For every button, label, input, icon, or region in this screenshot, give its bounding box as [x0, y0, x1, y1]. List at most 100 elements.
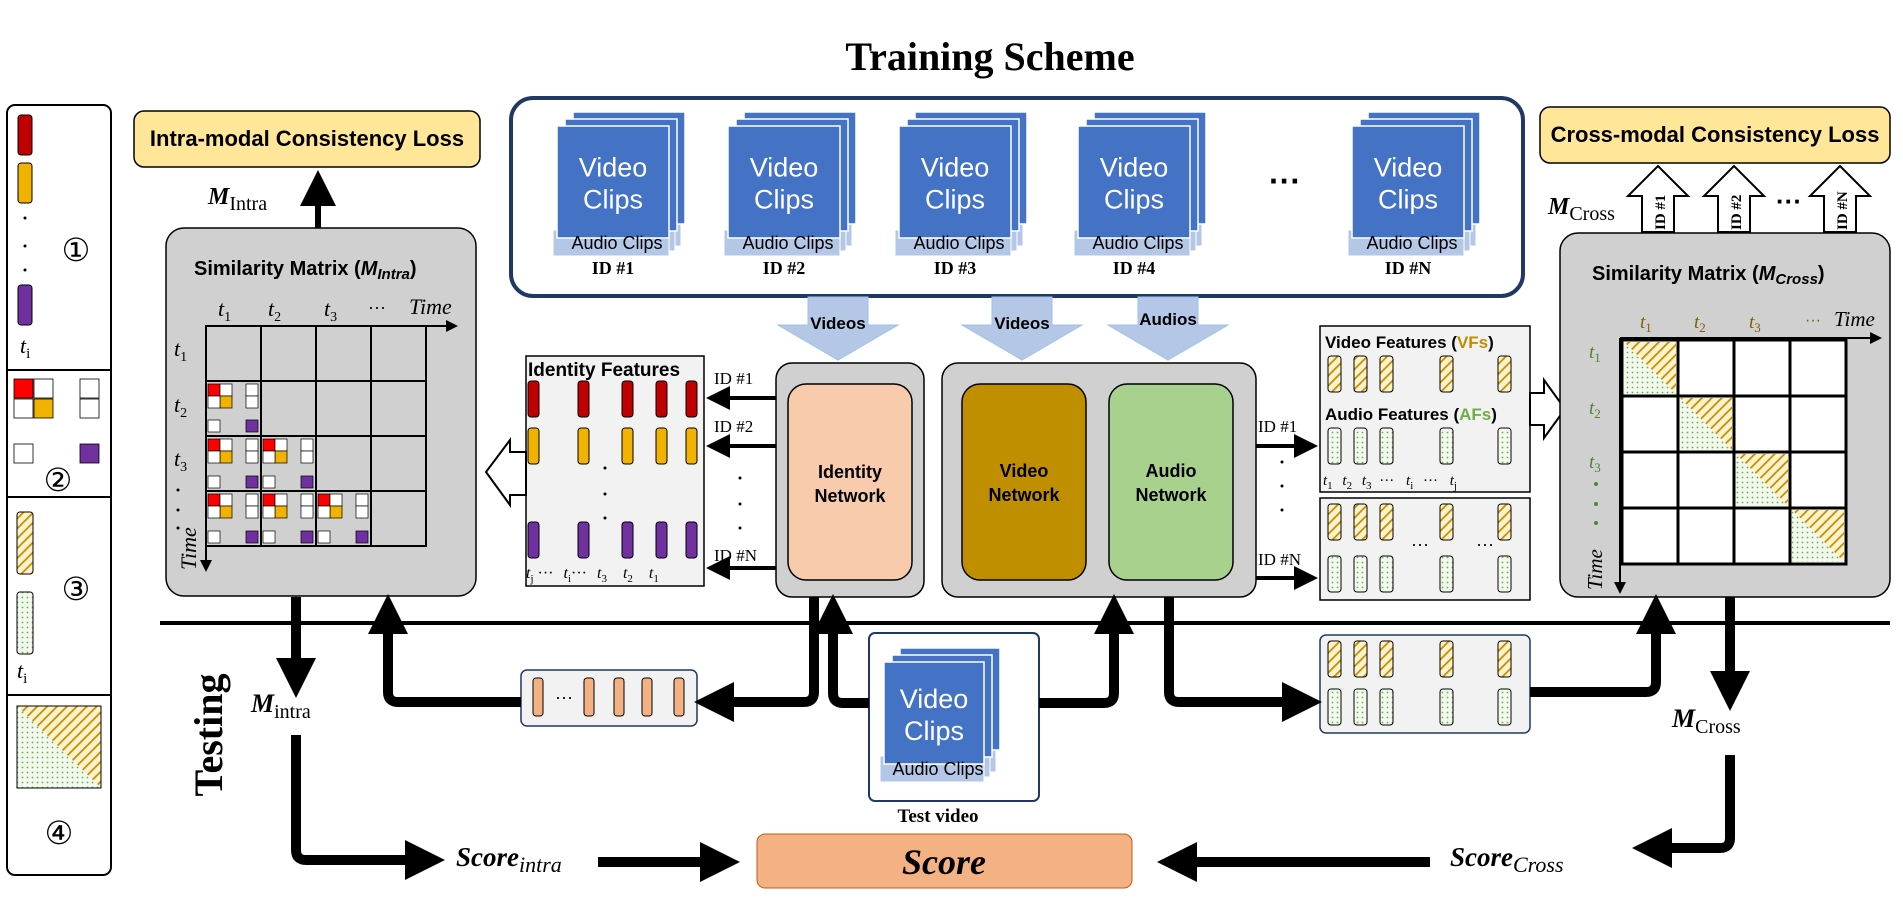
av-feature-bar [1379, 427, 1394, 465]
av-feature-bar [1439, 555, 1454, 593]
cross-matrix-cell [1676, 338, 1736, 398]
svg-text:Network: Network [1135, 485, 1207, 505]
svg-text:ID #1: ID #1 [1258, 417, 1297, 436]
svg-text:Clips: Clips [1378, 184, 1438, 214]
test-identity-features: ··· [520, 669, 698, 727]
svg-text:Video: Video [1000, 461, 1049, 481]
identity-feature-bar [577, 380, 590, 418]
svg-text:Audio Clips: Audio Clips [571, 233, 662, 253]
av-feature-bar [1379, 688, 1394, 726]
svg-text:Video: Video [1374, 152, 1443, 182]
av-feature-bar [1497, 427, 1512, 465]
legend-video-feature [16, 511, 34, 575]
cross-matrix-cell [1788, 338, 1848, 398]
identity-feature-bar [527, 427, 540, 465]
svg-text:ID #2: ID #2 [1729, 195, 1745, 230]
score-box: Score [756, 833, 1133, 889]
legend-diag-cell [16, 705, 102, 789]
legend-number-2: ② [44, 462, 73, 498]
svg-text:t1: t1 [174, 336, 187, 365]
legend-purple-feature [17, 284, 33, 326]
legend-audio-feature [16, 591, 34, 655]
av-features-panel-1: Video Features (VFs) Audio Features (AFs… [1319, 325, 1531, 493]
identity-feature-bar [621, 521, 634, 559]
svg-text:Time: Time [176, 527, 201, 570]
av-feature-bar [1327, 503, 1342, 541]
svg-text:t3: t3 [1589, 452, 1601, 475]
av-feature-bar [1497, 688, 1512, 726]
hollow-arrow-intra [484, 437, 527, 509]
av-feature-bar [1379, 355, 1394, 393]
av-feature-bar [1353, 555, 1368, 593]
svg-text:ID #1: ID #1 [714, 369, 753, 388]
av-feature-bar [1353, 427, 1368, 465]
m-cross-top: MCross [1547, 194, 1615, 225]
hollow-arrow-cross [1529, 376, 1567, 442]
test-av-features [1319, 634, 1531, 734]
svg-text:t3: t3 [1749, 312, 1761, 335]
legend-red-feature [17, 114, 33, 156]
svg-text:Videos: Videos [994, 314, 1049, 333]
svg-text:···: ··· [1476, 534, 1494, 554]
svg-text:ID #N: ID #N [1385, 258, 1432, 278]
av-feature-bar [1353, 688, 1368, 726]
svg-text:Audio: Audio [1146, 461, 1197, 481]
av-feature-bar [1353, 640, 1368, 678]
identity-feature-bar [621, 427, 634, 465]
svg-text:Intra-modal Consistency Loss: Intra-modal Consistency Loss [150, 126, 464, 151]
svg-text:···: ··· [368, 298, 386, 318]
svg-text:t2: t2 [1589, 398, 1601, 421]
cross-matrix-cell [1676, 506, 1736, 566]
svg-text:···: ··· [1411, 534, 1429, 554]
svg-text:Cross-modal Consistency Loss: Cross-modal Consistency Loss [1551, 122, 1880, 147]
svg-text:Time: Time [409, 294, 452, 319]
cross-loss-box: Cross-modal Consistency Loss [1539, 106, 1891, 164]
svg-text:t2: t2 [268, 296, 281, 325]
svg-text:t2: t2 [1694, 312, 1706, 335]
av-network-panel: Video Network Audio Network [941, 362, 1257, 598]
legend-panel: ti ① ② ti ③ ④ [6, 104, 112, 876]
svg-text:Time: Time [1583, 549, 1607, 590]
svg-text:ID #N: ID #N [714, 546, 757, 565]
svg-text:Video: Video [750, 152, 819, 182]
svg-text:Network: Network [988, 485, 1060, 505]
m-intra-top: MIntra [207, 184, 267, 215]
identity-feature-bar [527, 380, 540, 418]
cross-matrix-cell [1620, 394, 1680, 454]
clips-ellipsis: ··· [1269, 163, 1301, 199]
score-intra: Scoreintra [456, 842, 562, 877]
svg-text:Audio Clips: Audio Clips [913, 233, 1004, 253]
svg-text:Time: Time [1834, 307, 1875, 331]
svg-text:Video: Video [1100, 152, 1169, 182]
identity-feature-bar [577, 427, 590, 465]
cross-matrix-cell [1732, 338, 1792, 398]
svg-text:Audio Clips: Audio Clips [1092, 233, 1183, 253]
av-feature-bar [1353, 355, 1368, 393]
svg-text:Clips: Clips [904, 716, 964, 746]
svg-text:Score: Score [902, 842, 986, 882]
svg-text:t3: t3 [324, 296, 337, 325]
svg-text:···: ··· [1805, 312, 1821, 329]
flow-arrow-videos-1: Videos [776, 296, 900, 361]
identity-feature-bar [685, 380, 698, 418]
svg-text:ID #3: ID #3 [934, 258, 977, 278]
legend-number-4: ④ [45, 815, 74, 851]
cross-matrix-cell [1788, 394, 1848, 454]
av-feature-bar [1497, 640, 1512, 678]
cross-matrix-cell [1732, 506, 1792, 566]
svg-text:Audio Clips: Audio Clips [892, 759, 983, 779]
svg-text:tj··· ti··· t3: tj··· ti··· t3 t2 t1 [526, 565, 659, 586]
av-feature-bar [1439, 503, 1454, 541]
svg-text:ID #N: ID #N [1835, 191, 1851, 230]
svg-text:Audio Features (AFs): Audio Features (AFs) [1325, 405, 1497, 424]
flow-arrow-audios: Audios [1106, 296, 1230, 361]
av-feature-bar [1439, 640, 1454, 678]
svg-text:ID #1: ID #1 [1653, 195, 1669, 230]
identity-feature-bar [655, 521, 668, 559]
svg-text:Video Features (VFs): Video Features (VFs) [1325, 333, 1494, 352]
